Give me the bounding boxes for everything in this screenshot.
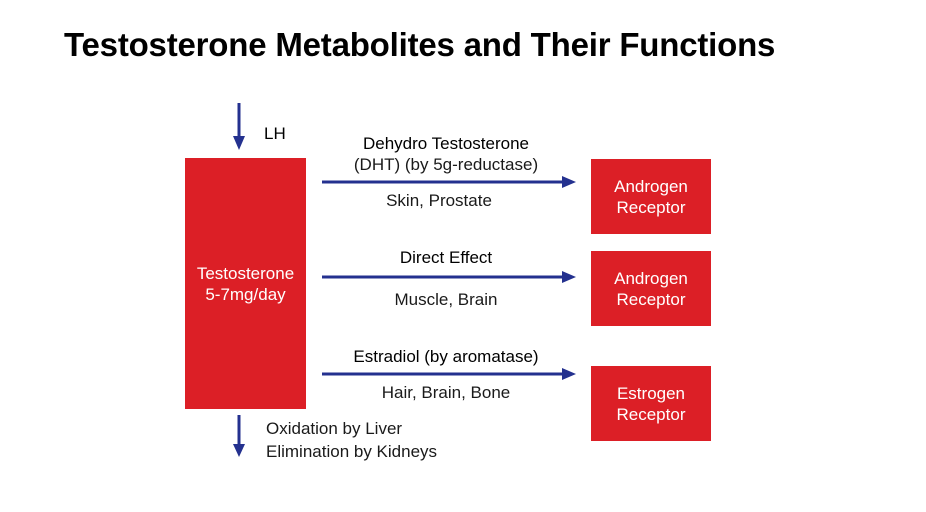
lh-arrow [233, 103, 245, 150]
receptor-name: Estrogen [616, 383, 686, 403]
receptor-label: Receptor [616, 289, 686, 309]
page-title: Testosterone Metabolites and Their Funct… [64, 26, 776, 63]
androgen-receptor-box-2: Androgen Receptor [591, 251, 711, 326]
receptor-name: Androgen [614, 176, 688, 196]
dht-heading: Dehydro Testosterone [362, 134, 530, 153]
androgen-receptor-box-1: Androgen Receptor [591, 159, 711, 234]
direct-effect-arrow [322, 271, 576, 283]
receptor-name: Androgen [614, 268, 688, 288]
estradiol-heading: Estradiol (by aromatase) [353, 347, 539, 366]
output-arrow [233, 415, 245, 457]
estrogen-receptor-box: Estrogen Receptor [591, 366, 711, 441]
receptor-label: Receptor [616, 404, 686, 424]
receptor-label: Receptor [616, 197, 686, 217]
direct-effect-heading: Direct Effect [399, 248, 493, 267]
testosterone-label: Testosterone [196, 263, 295, 283]
testosterone-box: Testosterone 5-7mg/day [185, 158, 306, 409]
dht-subheading: (DHT) (by 5g-reductase) [353, 155, 539, 174]
dht-arrow [322, 176, 576, 188]
estradiol-targets: Hair, Brain, Bone [381, 383, 511, 402]
elimination-label: Elimination by Kidneys [266, 442, 438, 461]
estradiol-arrow [322, 368, 576, 380]
lh-label: LH [264, 124, 286, 143]
testosterone-dose: 5-7mg/day [205, 284, 286, 304]
direct-effect-targets: Muscle, Brain [394, 290, 498, 309]
oxidation-label: Oxidation by Liver [266, 419, 403, 438]
dht-targets: Skin, Prostate [386, 191, 492, 210]
